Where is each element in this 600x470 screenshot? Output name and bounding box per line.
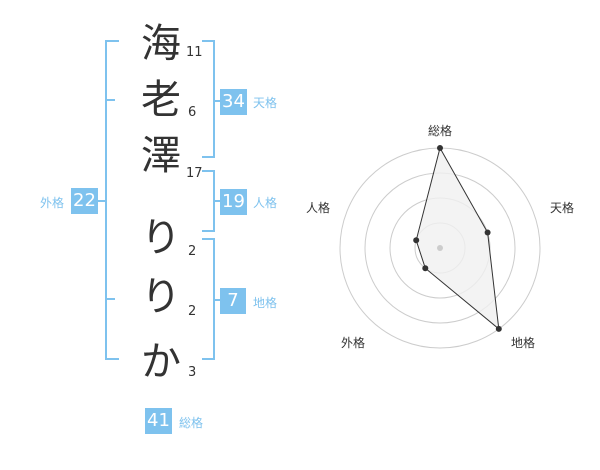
soukaku-badge: 41 xyxy=(145,408,172,434)
name-char-2: 老 xyxy=(141,77,181,123)
jinkaku-badge: 19 xyxy=(220,189,247,215)
stroke-count-2: 6 xyxy=(188,105,197,120)
name-char-1: 海 xyxy=(141,21,181,67)
tenkaku-badge: 34 xyxy=(220,89,247,115)
gaikaku-bracket-connector xyxy=(96,200,106,202)
radar-point xyxy=(484,229,491,236)
radar-point xyxy=(422,265,429,272)
gaikaku-bracket xyxy=(105,40,119,360)
radar-axis-label-soukaku: 総格 xyxy=(428,124,453,138)
gaikaku-bracket-tick xyxy=(105,99,115,101)
chikaku-label: 地格 xyxy=(253,296,278,310)
stroke-count-1: 11 xyxy=(186,45,203,60)
gaikaku-label: 外格 xyxy=(40,196,65,210)
gaikaku-badge: 22 xyxy=(71,188,98,214)
chikaku-bracket-connector xyxy=(214,299,222,301)
tenkaku-bracket xyxy=(202,40,215,158)
stroke-count-6: 3 xyxy=(188,365,197,380)
name-char-5: り xyxy=(141,274,181,320)
tenkaku-label: 天格 xyxy=(253,96,278,110)
radar-point xyxy=(413,237,420,244)
radar-axis-label-chikaku: 地格 xyxy=(511,336,536,350)
name-char-3: 澤 xyxy=(141,133,181,179)
radar-axis-label-tenkaku: 天格 xyxy=(550,201,575,215)
jinkaku-bracket-connector xyxy=(214,200,222,202)
radar-center-point xyxy=(437,245,443,251)
stroke-count-4: 2 xyxy=(188,244,197,259)
soukaku-label: 総格 xyxy=(179,416,204,430)
stroke-count-3: 17 xyxy=(186,166,203,181)
name-char-4: り xyxy=(141,215,181,261)
stroke-count-5: 2 xyxy=(188,304,197,319)
tenkaku-bracket-connector xyxy=(214,100,222,102)
radar-point xyxy=(437,145,443,151)
radar-point xyxy=(495,325,502,332)
jinkaku-label: 人格 xyxy=(253,196,278,210)
chikaku-badge: 7 xyxy=(220,288,246,314)
radar-polygon xyxy=(415,146,500,331)
radar-axis-label-jinkaku: 人格 xyxy=(306,201,331,215)
gaikaku-bracket-tick xyxy=(105,298,115,300)
radar-axis-label-gaikaku: 外格 xyxy=(341,336,366,350)
name-char-6: か xyxy=(141,339,181,385)
